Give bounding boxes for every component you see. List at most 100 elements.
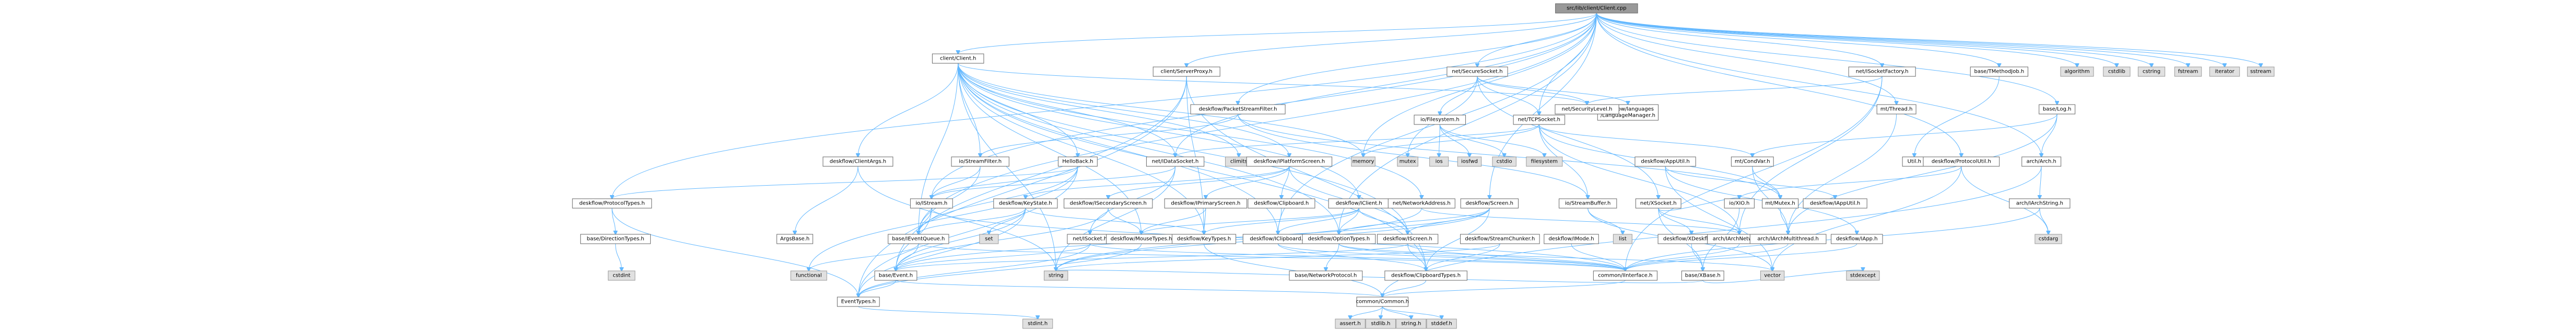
node-base-event[interactable]: base/Event.h [874,270,918,281]
node-iosfwd[interactable]: iosfwd [1457,156,1482,167]
node-deskflow-clipboardtypes[interactable]: deskflow/ClipboardTypes.h [1384,270,1467,281]
node-cstdio[interactable]: cstdio [1492,156,1516,167]
node-set[interactable]: set [979,234,999,244]
node-root[interactable]: src/lib/client/Client.cpp [1555,3,1638,14]
node-common-common[interactable]: common/Common.h [1356,297,1409,307]
node-net-securitylevel[interactable]: net/SecurityLevel.h [1555,104,1619,115]
node-deskflow-iscreen[interactable]: deskflow/IScreen.h [1377,234,1439,244]
node-base-log[interactable]: base/Log.h [2039,104,2076,115]
node-argsbase[interactable]: ArgsBase.h [777,234,814,244]
node-sstream[interactable]: sstream [2247,66,2275,77]
node-utilh[interactable]: Util.h [1902,156,1927,167]
node-cstdlib[interactable]: cstdlib [2103,66,2131,77]
node-stringh[interactable]: string.h [1396,318,1427,329]
node-arch-arch[interactable]: arch/Arch.h [2021,156,2062,167]
node-base-tmethodjob[interactable]: base/TMethodJob.h [1970,66,2029,77]
node-deskflow-clipboard[interactable]: deskflow/IClipboard.h [1242,234,1313,244]
node-mt-mutex[interactable]: mt/Mutex.h [1762,198,1799,209]
node-net-securesocket[interactable]: net/SecureSocket.h [1446,66,1508,77]
node-deskflow-packetstreamfilter[interactable]: deskflow/PacketStreamFilter.h [1190,104,1286,115]
node-deskflow-protocolutil[interactable]: deskflow/ProtocolUtil.h [1923,156,2000,167]
node-io-istream[interactable]: io/IStream.h [910,198,953,209]
node-net-socketfactory[interactable]: net/ISocketFactory.h [1848,66,1916,77]
node-deskflow-imode[interactable]: deskflow/IMode.h [1544,234,1599,244]
node-filesystem[interactable]: filesystem [1526,156,1563,167]
node-deskflow-clientargs[interactable]: deskflow/ClientArgs.h [822,156,893,167]
node-stdlib[interactable]: stdlib.h [1365,318,1396,329]
node-cstdarg[interactable]: cstdarg [2034,234,2062,244]
node-deskflow-protocoltypes[interactable]: deskflow/ProtocolTypes.h [572,198,652,209]
node-box [2103,66,2131,77]
node-io-streamfilter[interactable]: io/StreamFilter.h [951,156,1009,167]
node-client-client[interactable]: client/Client.h [932,53,984,64]
node-label: cstdint [613,273,630,279]
node-deskflow-streamchunker[interactable]: deskflow/StreamChunker.h [1460,234,1540,244]
node-memory[interactable]: memory [1351,156,1375,167]
edge-deskflow-screen-to-deskflow-optiontypes [1339,208,1490,234]
node-base-ieventqueue[interactable]: base/IEventQueue.h [888,234,949,244]
node-io-filesystem[interactable]: io/Filesystem.h [1414,115,1466,125]
node-arch-iarchmultithread[interactable]: arch/IArchMultithread.h [1749,234,1827,244]
node-io-xio[interactable]: io/XIO.h [1724,198,1755,209]
node-label: deskflow/Screen.h [1466,201,1513,207]
node-iterator[interactable]: iterator [2209,66,2240,77]
node-deskflow-optiontypes[interactable]: deskflow/OptionTypes.h [1302,234,1376,244]
node-deskflow-iclient[interactable]: deskflow/IClient.h [1328,198,1390,209]
node-mt-thread[interactable]: mt/Thread.h [1876,104,1916,115]
node-eventtypes[interactable]: EventTypes.h [837,297,880,307]
edge-arch-iarchstring-to-cstdarg [2039,208,2049,234]
node-io-streambuffer[interactable]: io/StreamBuffer.h [1559,198,1617,209]
node-deskflow-iapp[interactable]: deskflow/IAppUtil.h [1803,198,1867,209]
node-base-networkprotocol[interactable]: base/NetworkProtocol.h [1289,270,1363,281]
node-fstream[interactable]: fstream [2174,66,2202,77]
node-label: io/StreamBuffer.h [1565,201,1610,207]
node-deskflow-apputil[interactable]: deskflow/AppUtil.h [1634,156,1696,167]
node-ios[interactable]: ios [1429,156,1449,167]
node-string[interactable]: string [1043,270,1068,281]
node-label: deskflow/MouseTypes.h [1111,236,1172,242]
node-net-idatasocket[interactable]: net/IDataSocket.h [1146,156,1205,167]
node-common-iinterface[interactable]: common/IInterface.h [1593,270,1657,281]
node-mt-condvar[interactable]: mt/CondVar.h [1731,156,1774,167]
node-assert[interactable]: assert.h [1335,318,1366,329]
node-net-tcpsocket[interactable]: net/TCPSocket.h [1513,115,1566,125]
node-list[interactable]: list [1613,234,1632,244]
node-stdint[interactable]: stdint.h [1022,318,1053,329]
node-stddef[interactable]: stddef.h [1426,318,1457,329]
node-deskflow-iprimaryscreen[interactable]: deskflow/IPrimaryScreen.h [1164,198,1248,209]
edge-deskflow-imode-to-common-iinterface [1571,243,1625,271]
edge-hellloback-to-functional [809,166,1078,271]
node-client-serverproxy[interactable]: client/ServerProxy.h [1152,66,1220,77]
node-deskflow-iapph[interactable]: deskflow/IApp.h [1831,234,1883,244]
node-net-xsocket[interactable]: net/XSocket.h [1635,198,1681,209]
edge-net-tcpsocket-to-arch-iarchnetwork [1538,124,1739,234]
node-deskflow-keytypes[interactable]: deskflow/KeyTypes.h [1172,234,1237,244]
node-deskflow-iclipboard-upper[interactable]: deskflow/Clipboard.h [1248,198,1315,209]
node-box [1526,156,1563,167]
edge-deskflow-keystate-to-base-event [896,208,1026,271]
node-functional[interactable]: functional [790,270,827,281]
node-deskflow-keystate[interactable]: deskflow/KeyState.h [993,198,1058,209]
node-net-isocket[interactable]: net/ISocket.h [1067,234,1113,244]
node-net-networkaddress[interactable]: net/NetworkAddress.h [1387,198,1455,209]
node-base-directiontypes[interactable]: base/DirectionTypes.h [580,234,651,244]
node-label: io/IStream.h [915,201,947,207]
node-vector[interactable]: vector [1760,270,1785,281]
node-cstring[interactable]: cstring [2137,66,2166,77]
node-box [1289,270,1363,281]
node-deskflow-isecondaryscreen[interactable]: deskflow/ISecondaryScreen.h [1064,198,1153,209]
nodes-layer: src/lib/client/Client.cpp client/Client.h… [572,3,2275,329]
node-stdexcept[interactable]: stdexcept [1846,270,1880,281]
node-box [2174,66,2202,77]
node-mutex[interactable]: mutex [1397,156,1418,167]
node-base-xbase[interactable]: base/XBase.h [1681,270,1724,281]
node-arch-iarchstring[interactable]: arch/IArchString.h [2009,198,2071,209]
node-deskflow-screen[interactable]: deskflow/Screen.h [1460,198,1519,209]
node-algorithm[interactable]: algorithm [2060,66,2094,77]
node-label: net/NetworkAddress.h [1393,201,1451,207]
node-label: arch/IArchNetwork.h [1713,236,1766,242]
node-deskflow-iplatformscreen[interactable]: deskflow/IPlatformScreen.h [1246,156,1333,167]
node-deskflow-mousetypes[interactable]: deskflow/MouseTypes.h [1106,234,1177,244]
node-hellloback[interactable]: HelloBack.h [1057,156,1098,167]
node-cstdint[interactable]: cstdint [608,270,636,281]
